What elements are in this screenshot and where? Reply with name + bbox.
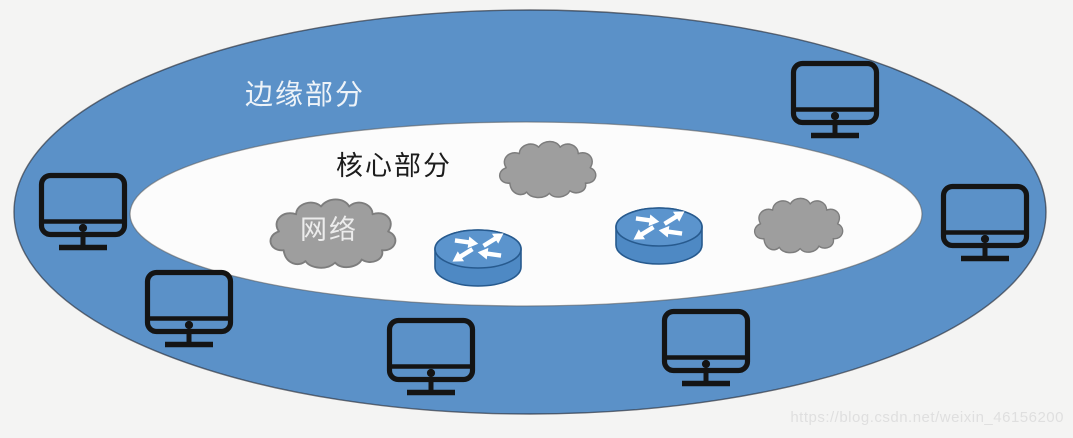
router-icon (616, 206, 702, 264)
edge-part-label: 边缘部分 (245, 79, 365, 111)
router-icon (435, 228, 521, 286)
network-cloud-label: 网络 (300, 215, 358, 245)
core-part-label: 核心部分 (336, 151, 452, 181)
watermark: https://blog.csdn.net/weixin_46156200 (790, 409, 1064, 426)
